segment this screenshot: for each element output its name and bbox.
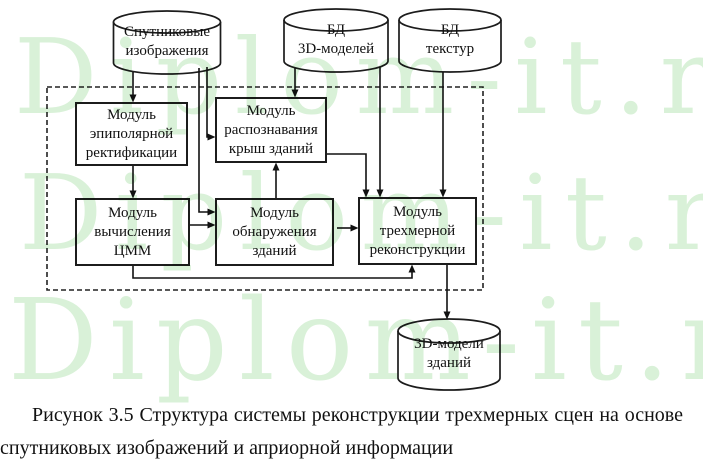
label-satellite-images: Спутниковые изображения xyxy=(113,13,221,71)
module-3d-reconstruction: Модуль трехмерной реконструкции xyxy=(358,197,477,265)
label-line: БД xyxy=(440,22,460,38)
figure-caption-line2: спутниковых изображений и априорной инфо… xyxy=(0,437,454,459)
cylinder-satellite-images xyxy=(112,10,222,75)
arrow-satellite-to-roof xyxy=(206,67,216,141)
arrow-dem-to-reconstruction-bottom xyxy=(132,264,416,279)
label-line: текстур xyxy=(425,41,475,57)
module-line: вычисления xyxy=(94,223,171,240)
arrow-roof-to-reconstruction xyxy=(327,153,370,198)
connector-arrows xyxy=(129,67,451,320)
module-line: Модуль xyxy=(108,204,157,221)
label-line: Спутниковые xyxy=(124,24,210,40)
label-line: 3D-моделей xyxy=(297,41,375,57)
label-line: изображения xyxy=(125,43,209,59)
cylinder-db-textures xyxy=(398,8,502,73)
label-line: БД xyxy=(326,22,346,38)
module-line: трехмерной xyxy=(379,222,456,239)
label-db-textures: БД текстур xyxy=(399,11,501,69)
module-line: Модуль xyxy=(250,204,299,221)
module-line: ЦММ xyxy=(113,242,152,259)
module-roof-recognition: Модуль распознавания крыш зданий xyxy=(215,97,327,163)
module-line: крыш зданий xyxy=(228,140,314,157)
module-line: зданий xyxy=(252,242,297,259)
label-line: зданий xyxy=(426,355,472,371)
arrow-satellite-to-detection xyxy=(198,68,216,216)
system-boundary-dashed-box xyxy=(46,86,484,291)
module-line: обнаружения xyxy=(232,223,317,240)
module-building-detection: Модуль обнаружения зданий xyxy=(215,198,334,266)
module-line: распознавания xyxy=(224,121,318,138)
label-3d-building-models: 3D-модели зданий xyxy=(398,324,500,384)
module-line: Модуль xyxy=(393,203,442,220)
module-line: Модуль xyxy=(107,106,156,123)
figure-caption-line1: Рисунок 3.5 Структура системы реконструк… xyxy=(32,404,683,426)
module-line: реконструкции xyxy=(369,241,466,258)
module-dem-computation: Модуль вычисления ЦММ xyxy=(75,198,190,266)
cylinder-db-3d-models xyxy=(283,8,389,73)
module-epipolar-rectification: Модуль эпиполярной ректификации xyxy=(75,102,188,166)
module-line: Модуль xyxy=(246,102,296,119)
label-line: 3D-модели xyxy=(414,336,484,352)
module-line: эпиполярной xyxy=(89,125,174,142)
label-db-3d-models: БД 3D-моделей xyxy=(284,11,388,69)
module-line: ректификации xyxy=(85,144,178,161)
